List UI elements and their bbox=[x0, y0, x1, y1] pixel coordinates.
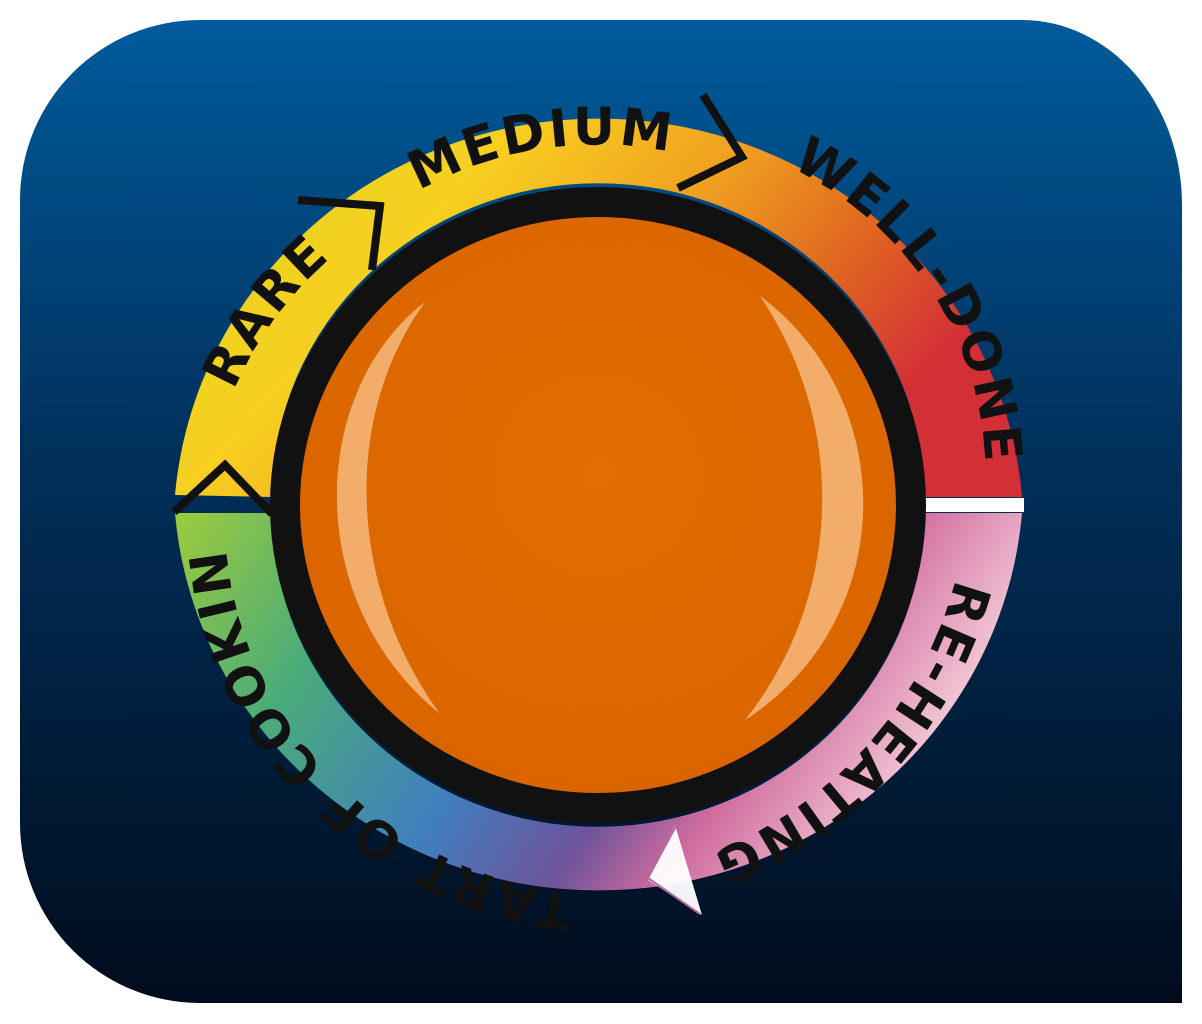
dial-highlight-left bbox=[336, 302, 440, 714]
chevron-start-pre-heating-edge bbox=[646, 825, 701, 915]
center-dial bbox=[270, 187, 926, 823]
ring-band-bottom bbox=[175, 513, 1022, 891]
dial-highlight-right bbox=[745, 296, 864, 720]
chevron-medium-well-done bbox=[676, 92, 748, 192]
ring-band-top bbox=[175, 118, 1022, 498]
chevron-rare-medium bbox=[297, 196, 385, 271]
chevron-start-rare bbox=[171, 459, 275, 517]
chevron-start-pre-heating bbox=[648, 825, 702, 915]
